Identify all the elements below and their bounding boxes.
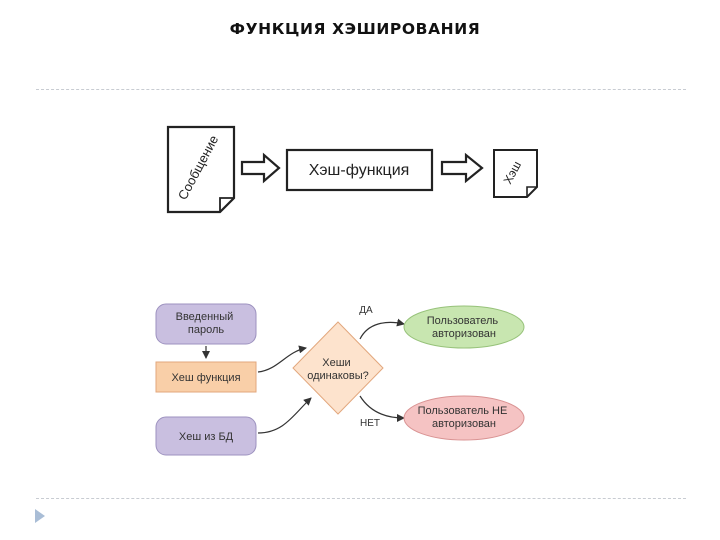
- arrow-message-to-function: [240, 152, 281, 184]
- no-label: НЕТ: [360, 418, 380, 429]
- entered-password-box: [155, 303, 257, 345]
- hash-function-box: [285, 148, 434, 192]
- hash-function-label: Хэш-функция: [309, 162, 410, 179]
- arrow-yes: [359, 318, 405, 340]
- message-document-icon: [166, 125, 236, 214]
- not-authorized-label: Пользователь НЕ авторизован: [418, 405, 511, 430]
- not-authorized-oval: [403, 395, 525, 441]
- authorized-oval: [403, 305, 525, 349]
- hash-document-icon: [493, 149, 538, 198]
- yes-label: ДА: [359, 305, 373, 316]
- authorized-label: Пользователь авторизован: [427, 315, 501, 340]
- hash-from-db-box: [155, 416, 257, 456]
- hash-function-step: [155, 361, 257, 393]
- entered-password-label: Введенный пароль: [176, 311, 237, 336]
- divider-bottom: [36, 498, 686, 499]
- arrow-db-to-decision: [257, 397, 312, 434]
- hash-function-step-label: Хеш функция: [171, 372, 240, 384]
- slide-corner-arrow-icon: [35, 509, 45, 523]
- arrow-function-to-hash: [440, 152, 484, 184]
- arrow-no: [359, 395, 405, 422]
- slide-title: ФУНКЦИЯ ХЭШИРОВАНИЯ: [229, 20, 481, 38]
- divider-top: [36, 89, 686, 90]
- arrow-function-to-decision: [257, 345, 307, 373]
- decision-diamond: [292, 321, 384, 415]
- hash-from-db-label: Хеш из БД: [179, 431, 234, 443]
- decision-label: Хеши одинаковы?: [307, 357, 369, 382]
